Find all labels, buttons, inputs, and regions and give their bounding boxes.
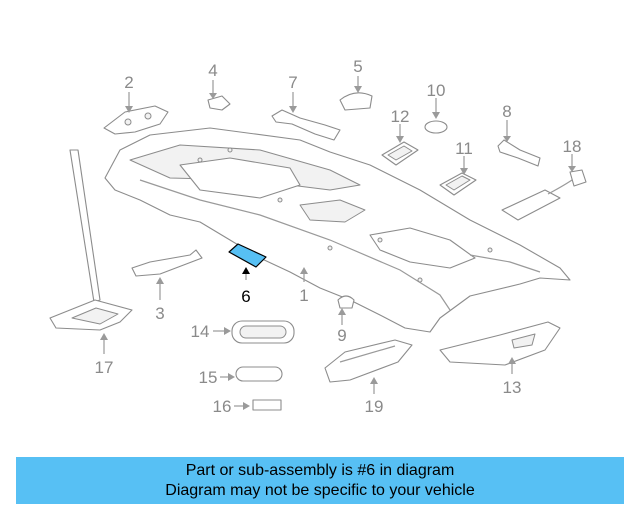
label-part-3: 3: [155, 304, 164, 323]
clip-part-9: [337, 295, 355, 309]
caption-banner: Part or sub-assembly is #6 in diagram Di…: [16, 457, 624, 504]
label-part-1: 1: [299, 286, 308, 305]
part-labels: 2 4 7 5 10 12 11 8 18 1 6 3 9 14 15 16 1…: [95, 57, 582, 416]
label-part-14: 14: [191, 322, 210, 341]
label-part-19: 19: [365, 397, 384, 416]
label-part-12: 12: [391, 107, 410, 126]
plate-part-16: [252, 399, 282, 411]
clip-part-4: [207, 95, 231, 111]
caption-line-2: Diagram may not be specific to your vehi…: [165, 481, 475, 499]
label-part-6: 6: [241, 287, 250, 306]
trim-part-13: [439, 321, 561, 366]
label-part-8: 8: [502, 102, 511, 121]
label-part-9: 9: [337, 326, 346, 345]
lamp-part-12: [381, 141, 419, 166]
lamp-part-11: [439, 172, 477, 196]
cap-part-10: [424, 120, 448, 134]
bracket-part-3: [131, 249, 203, 277]
console-part-19: [324, 339, 413, 383]
label-part-15: 15: [199, 368, 218, 387]
grab-handle-part-7: [271, 109, 341, 141]
label-part-11: 11: [455, 139, 473, 158]
label-part-2: 2: [124, 73, 133, 92]
bracket-part-8: [497, 139, 541, 167]
bracket-part-2: [103, 105, 169, 135]
pillar-part-17: [49, 149, 133, 331]
headliner-part-1: [104, 127, 571, 333]
dome-part-5: [339, 92, 373, 111]
label-part-16: 16: [213, 397, 232, 416]
label-part-13: 13: [503, 378, 522, 397]
label-part-4: 4: [208, 61, 217, 80]
module-part-18: [501, 169, 587, 221]
leader-lines: [100, 76, 576, 410]
label-part-18: 18: [563, 137, 582, 156]
label-part-10: 10: [427, 81, 446, 100]
label-part-7: 7: [288, 73, 297, 92]
lens-part-15: [235, 366, 283, 382]
label-part-17: 17: [95, 358, 114, 377]
caption-line-1: Part or sub-assembly is #6 in diagram: [185, 461, 455, 479]
bezel-part-14: [231, 320, 295, 344]
parts-diagram: 2 4 7 5 10 12 11 8 18 1 6 3 9 14 15 16 1…: [49, 57, 587, 416]
label-part-5: 5: [353, 57, 362, 76]
sun-visor-part-6: [228, 243, 267, 268]
